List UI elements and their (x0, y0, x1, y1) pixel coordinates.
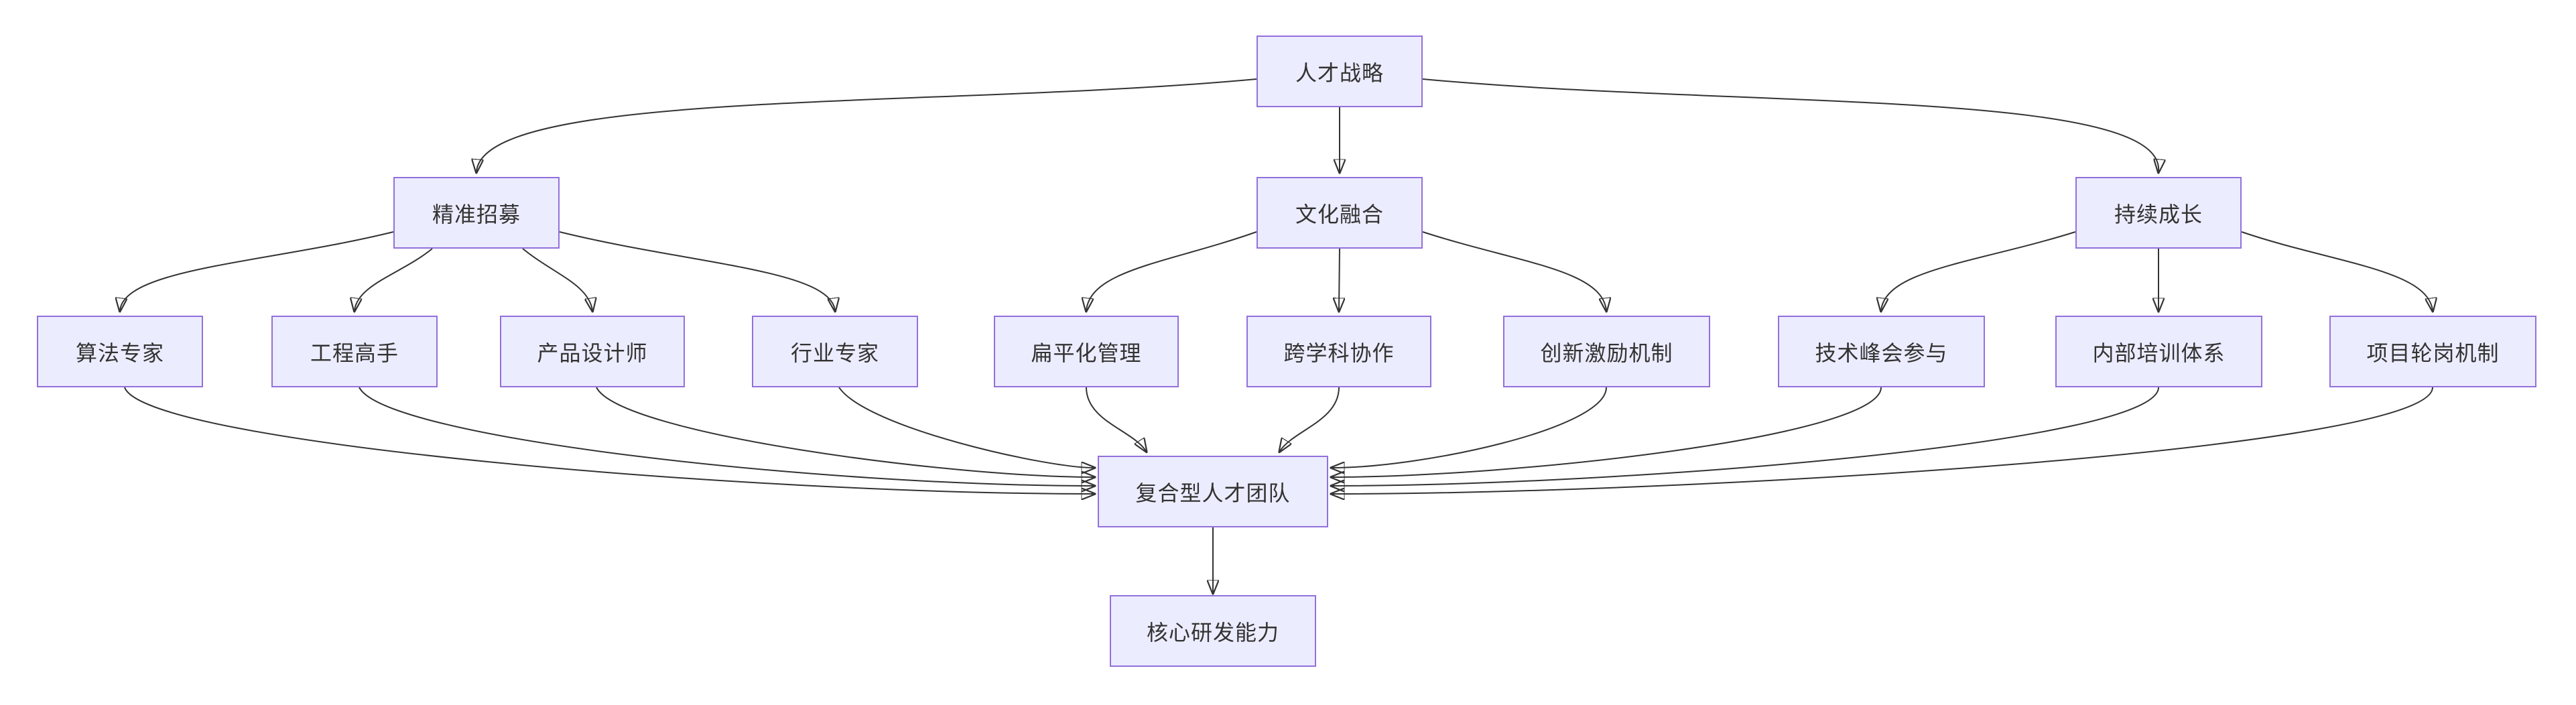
edge-continuous-growth-to-tech-summit (1881, 231, 2076, 310)
edge-precise-recruiting-to-product-designer (522, 248, 592, 310)
edge-project-rotation-to-composite-talent-team (1332, 387, 2433, 494)
node-talent-strategy: 人才战略 (1257, 36, 1423, 107)
node-engineering-master: 工程高手 (271, 316, 438, 387)
node-label: 内部培训体系 (2092, 340, 2226, 365)
edge-product-designer-to-composite-talent-team (596, 387, 1094, 477)
node-label: 产品设计师 (537, 340, 648, 365)
edge-engineering-master-to-composite-talent-team (359, 387, 1094, 486)
node-tech-summit: 技术峰会参与 (1778, 316, 1985, 387)
node-innovation-incentive: 创新激励机制 (1503, 316, 1710, 387)
edge-tech-summit-to-composite-talent-team (1332, 387, 1882, 477)
edge-culture-fusion-to-interdisciplinary-collab (1339, 248, 1340, 310)
node-label: 算法专家 (75, 340, 164, 365)
node-flat-management: 扁平化管理 (994, 316, 1179, 387)
node-industry-expert: 行业专家 (752, 316, 918, 387)
node-interdisciplinary-collab: 跨学科协作 (1246, 316, 1431, 387)
edge-talent-strategy-to-continuous-growth (1422, 78, 2159, 172)
node-algorithm-expert: 算法专家 (37, 316, 203, 387)
node-internal-training: 内部培训体系 (2055, 316, 2262, 387)
node-label: 创新激励机制 (1540, 340, 1673, 365)
node-label: 精准招募 (432, 202, 521, 227)
node-label: 技术峰会参与 (1815, 340, 1948, 365)
edge-continuous-growth-to-project-rotation (2241, 231, 2433, 310)
node-label: 扁平化管理 (1031, 340, 1142, 365)
edge-innovation-incentive-to-composite-talent-team (1332, 387, 1607, 468)
edge-precise-recruiting-to-industry-expert (559, 231, 835, 310)
node-label: 人才战略 (1295, 60, 1384, 85)
node-label: 项目轮岗机制 (2366, 340, 2500, 365)
node-label: 持续成长 (2114, 202, 2203, 227)
node-label: 复合型人才团队 (1135, 480, 1291, 505)
edge-internal-training-to-composite-talent-team (1332, 387, 2159, 486)
edge-talent-strategy-to-precise-recruiting (476, 78, 1257, 172)
node-continuous-growth: 持续成长 (2075, 177, 2242, 249)
node-product-designer: 产品设计师 (500, 316, 685, 387)
edge-interdisciplinary-collab-to-composite-talent-team (1280, 387, 1340, 451)
node-label: 工程高手 (310, 340, 399, 365)
node-label: 行业专家 (790, 340, 879, 365)
node-label: 文化融合 (1295, 202, 1384, 227)
node-label: 核心研发能力 (1146, 620, 1279, 645)
node-project-rotation: 项目轮岗机制 (2329, 316, 2536, 387)
edge-algorithm-expert-to-composite-talent-team (124, 387, 1094, 494)
node-label: 跨学科协作 (1283, 340, 1395, 365)
edge-precise-recruiting-to-algorithm-expert (120, 231, 394, 310)
node-precise-recruiting: 精准招募 (393, 177, 560, 249)
node-composite-talent-team: 复合型人才团队 (1098, 456, 1328, 527)
edge-culture-fusion-to-flat-management (1086, 231, 1257, 310)
edge-flat-management-to-composite-talent-team (1086, 387, 1146, 451)
node-culture-fusion: 文化融合 (1257, 177, 1423, 249)
node-core-rd-capability: 核心研发能力 (1110, 595, 1316, 667)
edge-precise-recruiting-to-engineering-master (355, 248, 433, 310)
edge-culture-fusion-to-innovation-incentive (1422, 231, 1606, 310)
edge-industry-expert-to-composite-talent-team (838, 387, 1094, 468)
